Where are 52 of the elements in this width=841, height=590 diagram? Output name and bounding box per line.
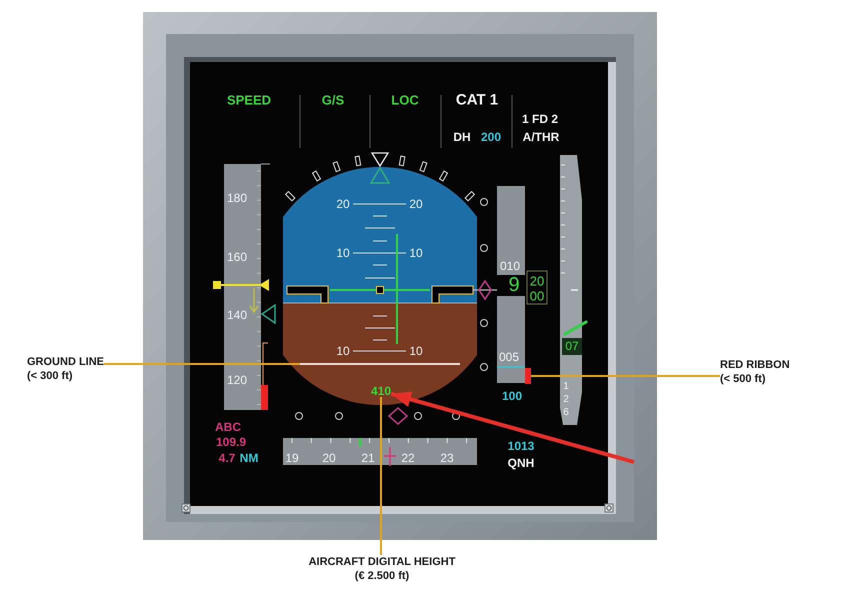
callout-title: AIRCRAFT DIGITAL HEIGHT bbox=[308, 555, 456, 569]
pitch-scale-number: 20 bbox=[409, 198, 423, 210]
decision-height-value: 200 bbox=[480, 131, 502, 143]
ils-identifier: ABC bbox=[215, 421, 241, 433]
altitude-target-value: 100 bbox=[502, 390, 522, 402]
speed-scale-number: 120 bbox=[226, 374, 248, 386]
baro-reference: QNH bbox=[508, 457, 534, 469]
callout-threshold: (€ 2.500 ft) bbox=[354, 569, 410, 583]
flight-mode-annunciation: G/S bbox=[322, 94, 344, 106]
speed-scale-number: 140 bbox=[226, 309, 248, 321]
altitude-scale-number: 005 bbox=[498, 351, 520, 363]
altitude-readout-digit: 00 bbox=[530, 290, 544, 302]
callout-threshold: (< 500 ft) bbox=[720, 372, 766, 386]
arrow bbox=[390, 392, 635, 464]
decision-height-label: DH bbox=[453, 131, 471, 143]
flight-director-status: 1 FD 2 bbox=[522, 113, 558, 125]
vertical-speed-scale-number: 6 bbox=[563, 408, 569, 418]
baro-setting: 1013 bbox=[508, 440, 534, 452]
heading-scale-number: 21 bbox=[361, 452, 375, 464]
approach-capability: CAT 1 bbox=[456, 92, 498, 108]
speed-scale-number: 180 bbox=[226, 192, 248, 204]
leader-line bbox=[380, 397, 382, 555]
vertical-speed-readout: 07 bbox=[565, 340, 579, 352]
speed-scale-number: 160 bbox=[226, 251, 248, 263]
heading-scale-number: 19 bbox=[285, 452, 299, 464]
pitch-scale-number: 10 bbox=[336, 345, 350, 357]
leader-line bbox=[531, 375, 720, 377]
heading-scale-number: 22 bbox=[401, 452, 415, 464]
radio-height-readout: 410 bbox=[370, 385, 392, 397]
altitude-readout-digit: 20 bbox=[530, 274, 544, 288]
heading-scale-number: 23 bbox=[440, 452, 454, 464]
callout-title: GROUND LINE bbox=[27, 355, 104, 369]
autothrust-status: A/THR bbox=[522, 131, 560, 143]
pitch-scale-number: 20 bbox=[336, 198, 350, 210]
pitch-scale-number: 10 bbox=[409, 247, 423, 259]
heading-scale-number: 20 bbox=[322, 452, 336, 464]
altitude-alert-ribbon bbox=[525, 368, 531, 384]
distance-unit: NM bbox=[240, 452, 258, 464]
dme-distance: 4.7 bbox=[218, 452, 236, 464]
ils-frequency: 109.9 bbox=[216, 436, 246, 448]
vertical-speed-scale-number: 1 bbox=[563, 382, 569, 392]
vertical-speed-scale-number: 2 bbox=[563, 395, 569, 405]
callout-threshold: (< 300 ft) bbox=[27, 369, 73, 383]
altitude-readout-digit: 9 bbox=[508, 275, 520, 295]
pitch-scale-number: 10 bbox=[336, 247, 350, 259]
flight-mode-annunciation: SPEED bbox=[226, 94, 272, 106]
callout-title: RED RIBBON bbox=[720, 358, 790, 372]
leader-line bbox=[104, 363, 300, 365]
flight-mode-annunciation: LOC bbox=[391, 94, 419, 106]
altitude-scale-number: 010 bbox=[500, 260, 520, 272]
pitch-scale-number: 10 bbox=[409, 345, 423, 357]
ground-line bbox=[300, 363, 460, 365]
